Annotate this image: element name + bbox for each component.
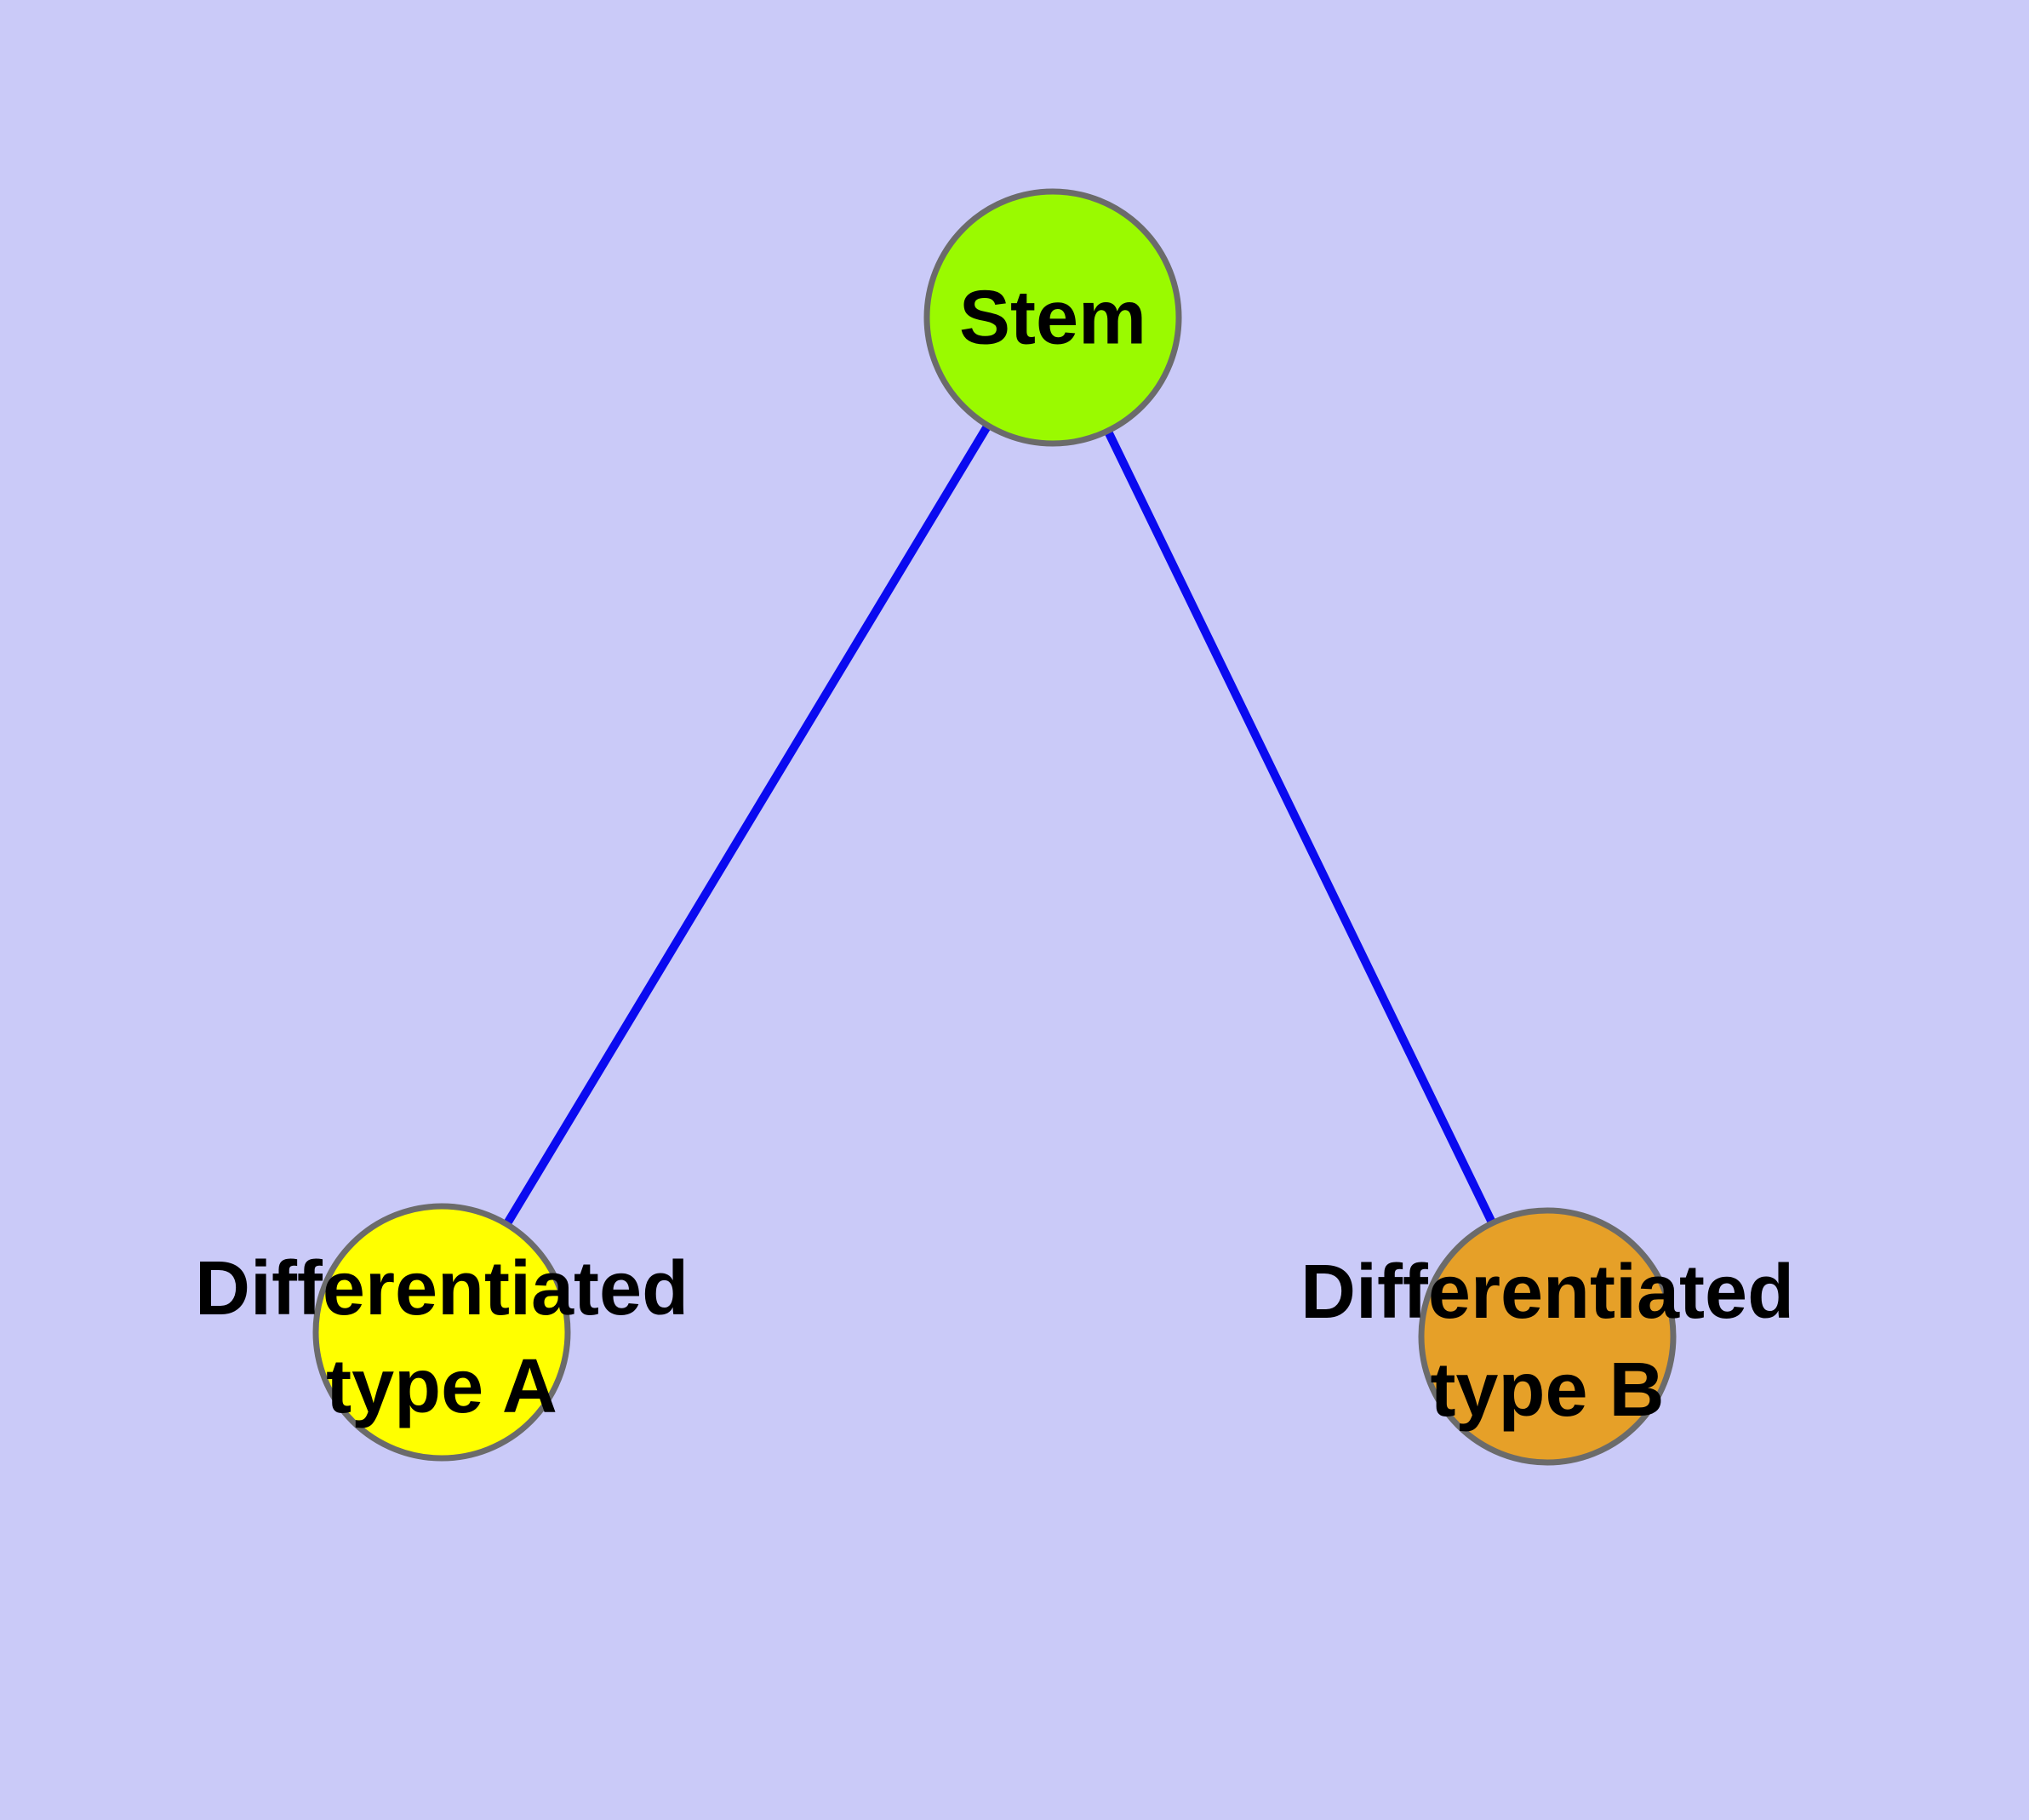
node-type-a-circle — [312, 1203, 571, 1462]
node-type-b-circle — [1418, 1207, 1677, 1466]
edge-stem-to-type-b — [1049, 315, 1552, 1339]
edge-stem-to-type-a — [437, 315, 1057, 1335]
node-stem-circle — [923, 188, 1182, 447]
